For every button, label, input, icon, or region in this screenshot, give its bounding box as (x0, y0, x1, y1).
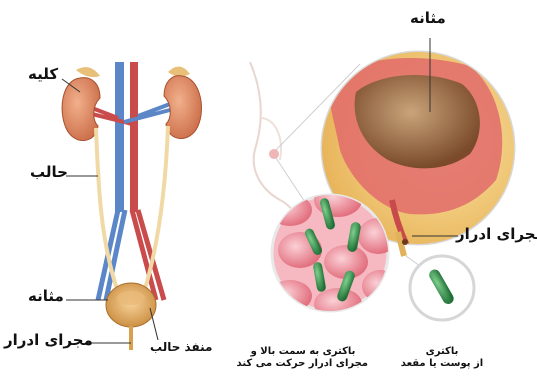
bacteria-source-line2: از پوست یا مقعد (392, 358, 492, 370)
kidney-label: کلیه (28, 66, 58, 83)
left-urinary-system (62, 62, 201, 350)
vena-cava (115, 62, 124, 212)
adrenal-gland-left (76, 67, 100, 77)
bladder-label-right: مثانه (410, 10, 446, 27)
bacteria-climb-line2: مجرای ادرار حرکت می کند (238, 358, 368, 370)
cell (362, 270, 398, 302)
bacteria-climb-line1: باکتری به سمت بالا و (238, 346, 368, 358)
urethra-label-right: مجرای ادرار (456, 226, 537, 243)
ureter-orifice-label: منفذ حالب (150, 341, 212, 355)
navel-marker (269, 149, 279, 159)
aorta (130, 62, 138, 212)
adrenal-gland-right (168, 66, 190, 76)
bladder-label-left: مثانه (28, 288, 64, 305)
urethra-dot (402, 239, 408, 245)
source-connector-line (406, 256, 420, 266)
urethra-label-left: مجرای ادرار (4, 332, 93, 349)
right-infection-illustration (250, 38, 520, 320)
bacteria-climb-label: باکتری به سمت بالا و مجرای ادرار حرکت می… (238, 346, 368, 369)
cell (314, 288, 362, 320)
bacteria-source-label: باکتری از پوست یا مقعد (392, 346, 492, 369)
ureter-label-left: حالب (30, 164, 68, 181)
bacteria-source-line1: باکتری (392, 346, 492, 358)
bladder-detail (117, 291, 145, 305)
